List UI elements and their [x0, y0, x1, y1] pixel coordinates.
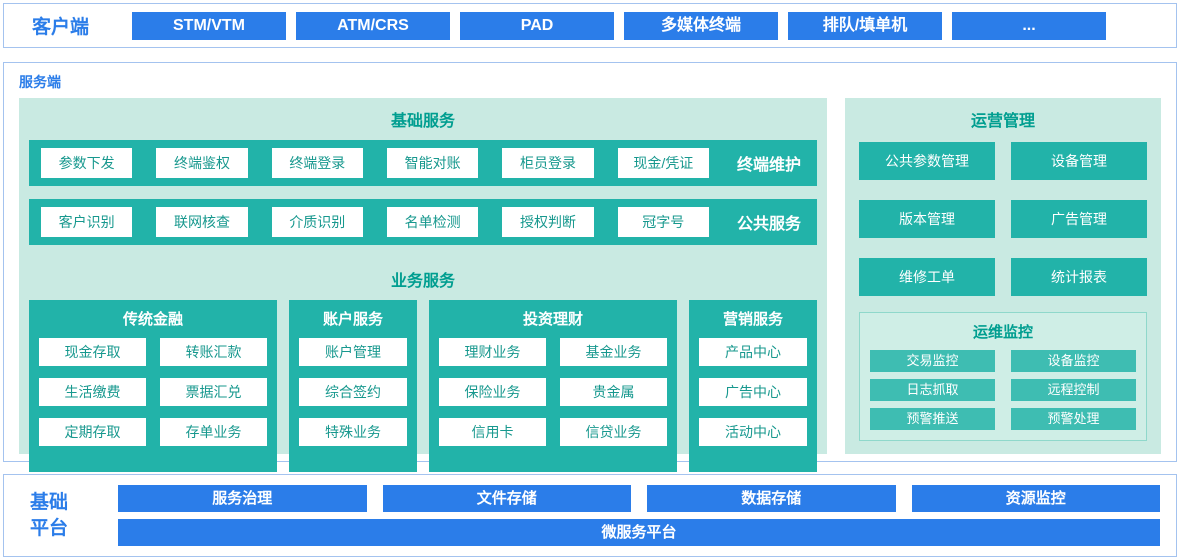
basic-service-button[interactable]: 柜员登录	[502, 148, 594, 178]
group-item-button[interactable]: 存单业务	[160, 418, 267, 446]
group-account-services: 账户服务 账户管理 综合签约 特殊业务	[289, 300, 417, 472]
server-body: 基础服务 参数下发 终端鉴权 终端登录 智能对账 柜员登录 现金/凭证 终端维护…	[19, 98, 1161, 472]
basic-service-button[interactable]: 现金/凭证	[617, 148, 709, 178]
group-item-button[interactable]: 信用卡	[439, 418, 546, 446]
platform-button-resource-monitoring[interactable]: 资源监控	[911, 485, 1160, 512]
client-item-multimedia-terminal[interactable]: 多媒体终端	[624, 11, 778, 40]
group-marketing-services: 营销服务 产品中心 广告中心 活动中心	[689, 300, 817, 472]
group-item-button[interactable]: 产品中心	[699, 338, 807, 366]
basic-service-button[interactable]: 授权判断	[502, 207, 594, 237]
operations-button[interactable]: 维修工单	[859, 258, 995, 296]
operations-button[interactable]: 公共参数管理	[859, 142, 995, 180]
microservice-platform-button[interactable]: 微服务平台	[118, 519, 1160, 546]
group-title: 账户服务	[322, 311, 383, 328]
public-service-band: 客户识别 联网核查 介质识别 名单检测 授权判断 冠字号 公共服务	[29, 199, 817, 245]
platform-button-data-storage[interactable]: 数据存储	[647, 485, 896, 512]
client-section: 客户端 STM/VTM ATM/CRS PAD 多媒体终端 排队/填单机 ...	[3, 3, 1177, 48]
operations-panel: 运营管理 公共参数管理 设备管理 版本管理 广告管理 维修工单 统计报表 运维监…	[845, 98, 1161, 454]
group-item-button[interactable]: 票据汇兑	[160, 378, 267, 406]
group-item-button[interactable]: 综合签约	[299, 378, 407, 406]
client-items: STM/VTM ATM/CRS PAD 多媒体终端 排队/填单机 ...	[132, 11, 1176, 40]
client-item-atm-crs[interactable]: ATM/CRS	[296, 11, 450, 40]
operations-button[interactable]: 版本管理	[859, 200, 995, 238]
server-section: 服务端 基础服务 参数下发 终端鉴权 终端登录 智能对账 柜员登录 现金/凭证 …	[3, 62, 1177, 472]
client-item-queue-machine[interactable]: 排队/填单机	[788, 11, 942, 40]
monitoring-button[interactable]: 预警处理	[1011, 408, 1136, 430]
group-item-button[interactable]: 定期存取	[39, 418, 146, 446]
basic-service-button[interactable]: 介质识别	[271, 207, 363, 237]
platform-button-service-governance[interactable]: 服务治理	[118, 485, 367, 512]
client-item-stm-vtm[interactable]: STM/VTM	[132, 11, 286, 40]
operations-button[interactable]: 设备管理	[1011, 142, 1147, 180]
group-item-button[interactable]: 生活缴费	[39, 378, 146, 406]
basic-service-button[interactable]: 智能对账	[386, 148, 479, 178]
monitoring-button[interactable]: 预警推送	[870, 408, 995, 430]
group-title: 传统金融	[122, 311, 183, 328]
basic-service-button[interactable]: 冠字号	[617, 207, 709, 237]
group-item-button[interactable]: 理财业务	[439, 338, 546, 366]
services-panel: 基础服务 参数下发 终端鉴权 终端登录 智能对账 柜员登录 现金/凭证 终端维护…	[19, 98, 827, 472]
platform-button-file-storage[interactable]: 文件存储	[382, 485, 631, 512]
terminal-maintenance-band: 参数下发 终端鉴权 终端登录 智能对账 柜员登录 现金/凭证 终端维护	[29, 140, 817, 186]
group-item-button[interactable]: 贵金属	[560, 378, 667, 406]
group-item-button[interactable]: 现金存取	[39, 338, 146, 366]
basic-service-button[interactable]: 终端登录	[271, 148, 363, 178]
monitoring-button[interactable]: 远程控制	[1011, 379, 1136, 401]
basic-service-button[interactable]: 名单检测	[386, 207, 479, 237]
group-item-button[interactable]: 信贷业务	[560, 418, 667, 446]
group-title: 投资理财	[522, 311, 583, 328]
client-label: 客户端	[32, 17, 90, 38]
monitoring-button[interactable]: 设备监控	[1011, 350, 1136, 372]
monitoring-panel: 运维监控 交易监控 设备监控 日志抓取 远程控制 预警推送 预警处理	[859, 312, 1147, 441]
business-services-title: 业务服务	[390, 273, 455, 290]
platform-row: 服务治理 文件存储 数据存储 资源监控	[118, 485, 1160, 512]
client-item-pad[interactable]: PAD	[460, 11, 614, 40]
client-item-more[interactable]: ...	[952, 11, 1106, 40]
group-item-button[interactable]: 广告中心	[699, 378, 807, 406]
basic-services-title: 基础服务	[390, 113, 455, 130]
operations-button[interactable]: 统计报表	[1011, 258, 1147, 296]
basic-service-button[interactable]: 参数下发	[41, 148, 133, 178]
basic-service-button[interactable]: 联网核查	[156, 207, 248, 237]
server-label: 服务端	[19, 74, 61, 90]
monitoring-title: 运维监控	[972, 324, 1033, 341]
operations-button[interactable]: 广告管理	[1011, 200, 1147, 238]
band-label-public-service: 公共服务	[736, 216, 801, 233]
platform-body: 服务治理 文件存储 数据存储 资源监控 微服务平台	[118, 485, 1160, 546]
business-groups: 传统金融 现金存取 转账汇款 生活缴费 票据汇兑 定期存取 存单业务 账户服务	[29, 300, 817, 472]
architecture-diagram: 客户端 STM/VTM ATM/CRS PAD 多媒体终端 排队/填单机 ...…	[3, 3, 1177, 557]
group-item-button[interactable]: 基金业务	[560, 338, 667, 366]
platform-section: 基础平台 服务治理 文件存储 数据存储 资源监控 微服务平台	[3, 474, 1177, 557]
group-investment: 投资理财 理财业务 基金业务 保险业务 贵金属 信用卡 信贷业务	[429, 300, 677, 472]
basic-service-button[interactable]: 终端鉴权	[156, 148, 248, 178]
basic-service-button[interactable]: 客户识别	[41, 207, 133, 237]
band-label-terminal-maintenance: 终端维护	[736, 157, 801, 174]
group-item-button[interactable]: 特殊业务	[299, 418, 407, 446]
group-item-button[interactable]: 转账汇款	[160, 338, 267, 366]
group-item-button[interactable]: 保险业务	[439, 378, 546, 406]
group-item-button[interactable]: 账户管理	[299, 338, 407, 366]
operations-title: 运营管理	[970, 113, 1035, 130]
monitoring-button[interactable]: 日志抓取	[870, 379, 995, 401]
group-item-button[interactable]: 活动中心	[699, 418, 807, 446]
group-title: 营销服务	[722, 311, 783, 328]
monitoring-button[interactable]: 交易监控	[870, 350, 995, 372]
platform-label: 基础平台	[29, 491, 68, 539]
group-traditional-finance: 传统金融 现金存取 转账汇款 生活缴费 票据汇兑 定期存取 存单业务	[29, 300, 277, 472]
operations-grid: 公共参数管理 设备管理 版本管理 广告管理 维修工单 统计报表	[859, 142, 1147, 296]
